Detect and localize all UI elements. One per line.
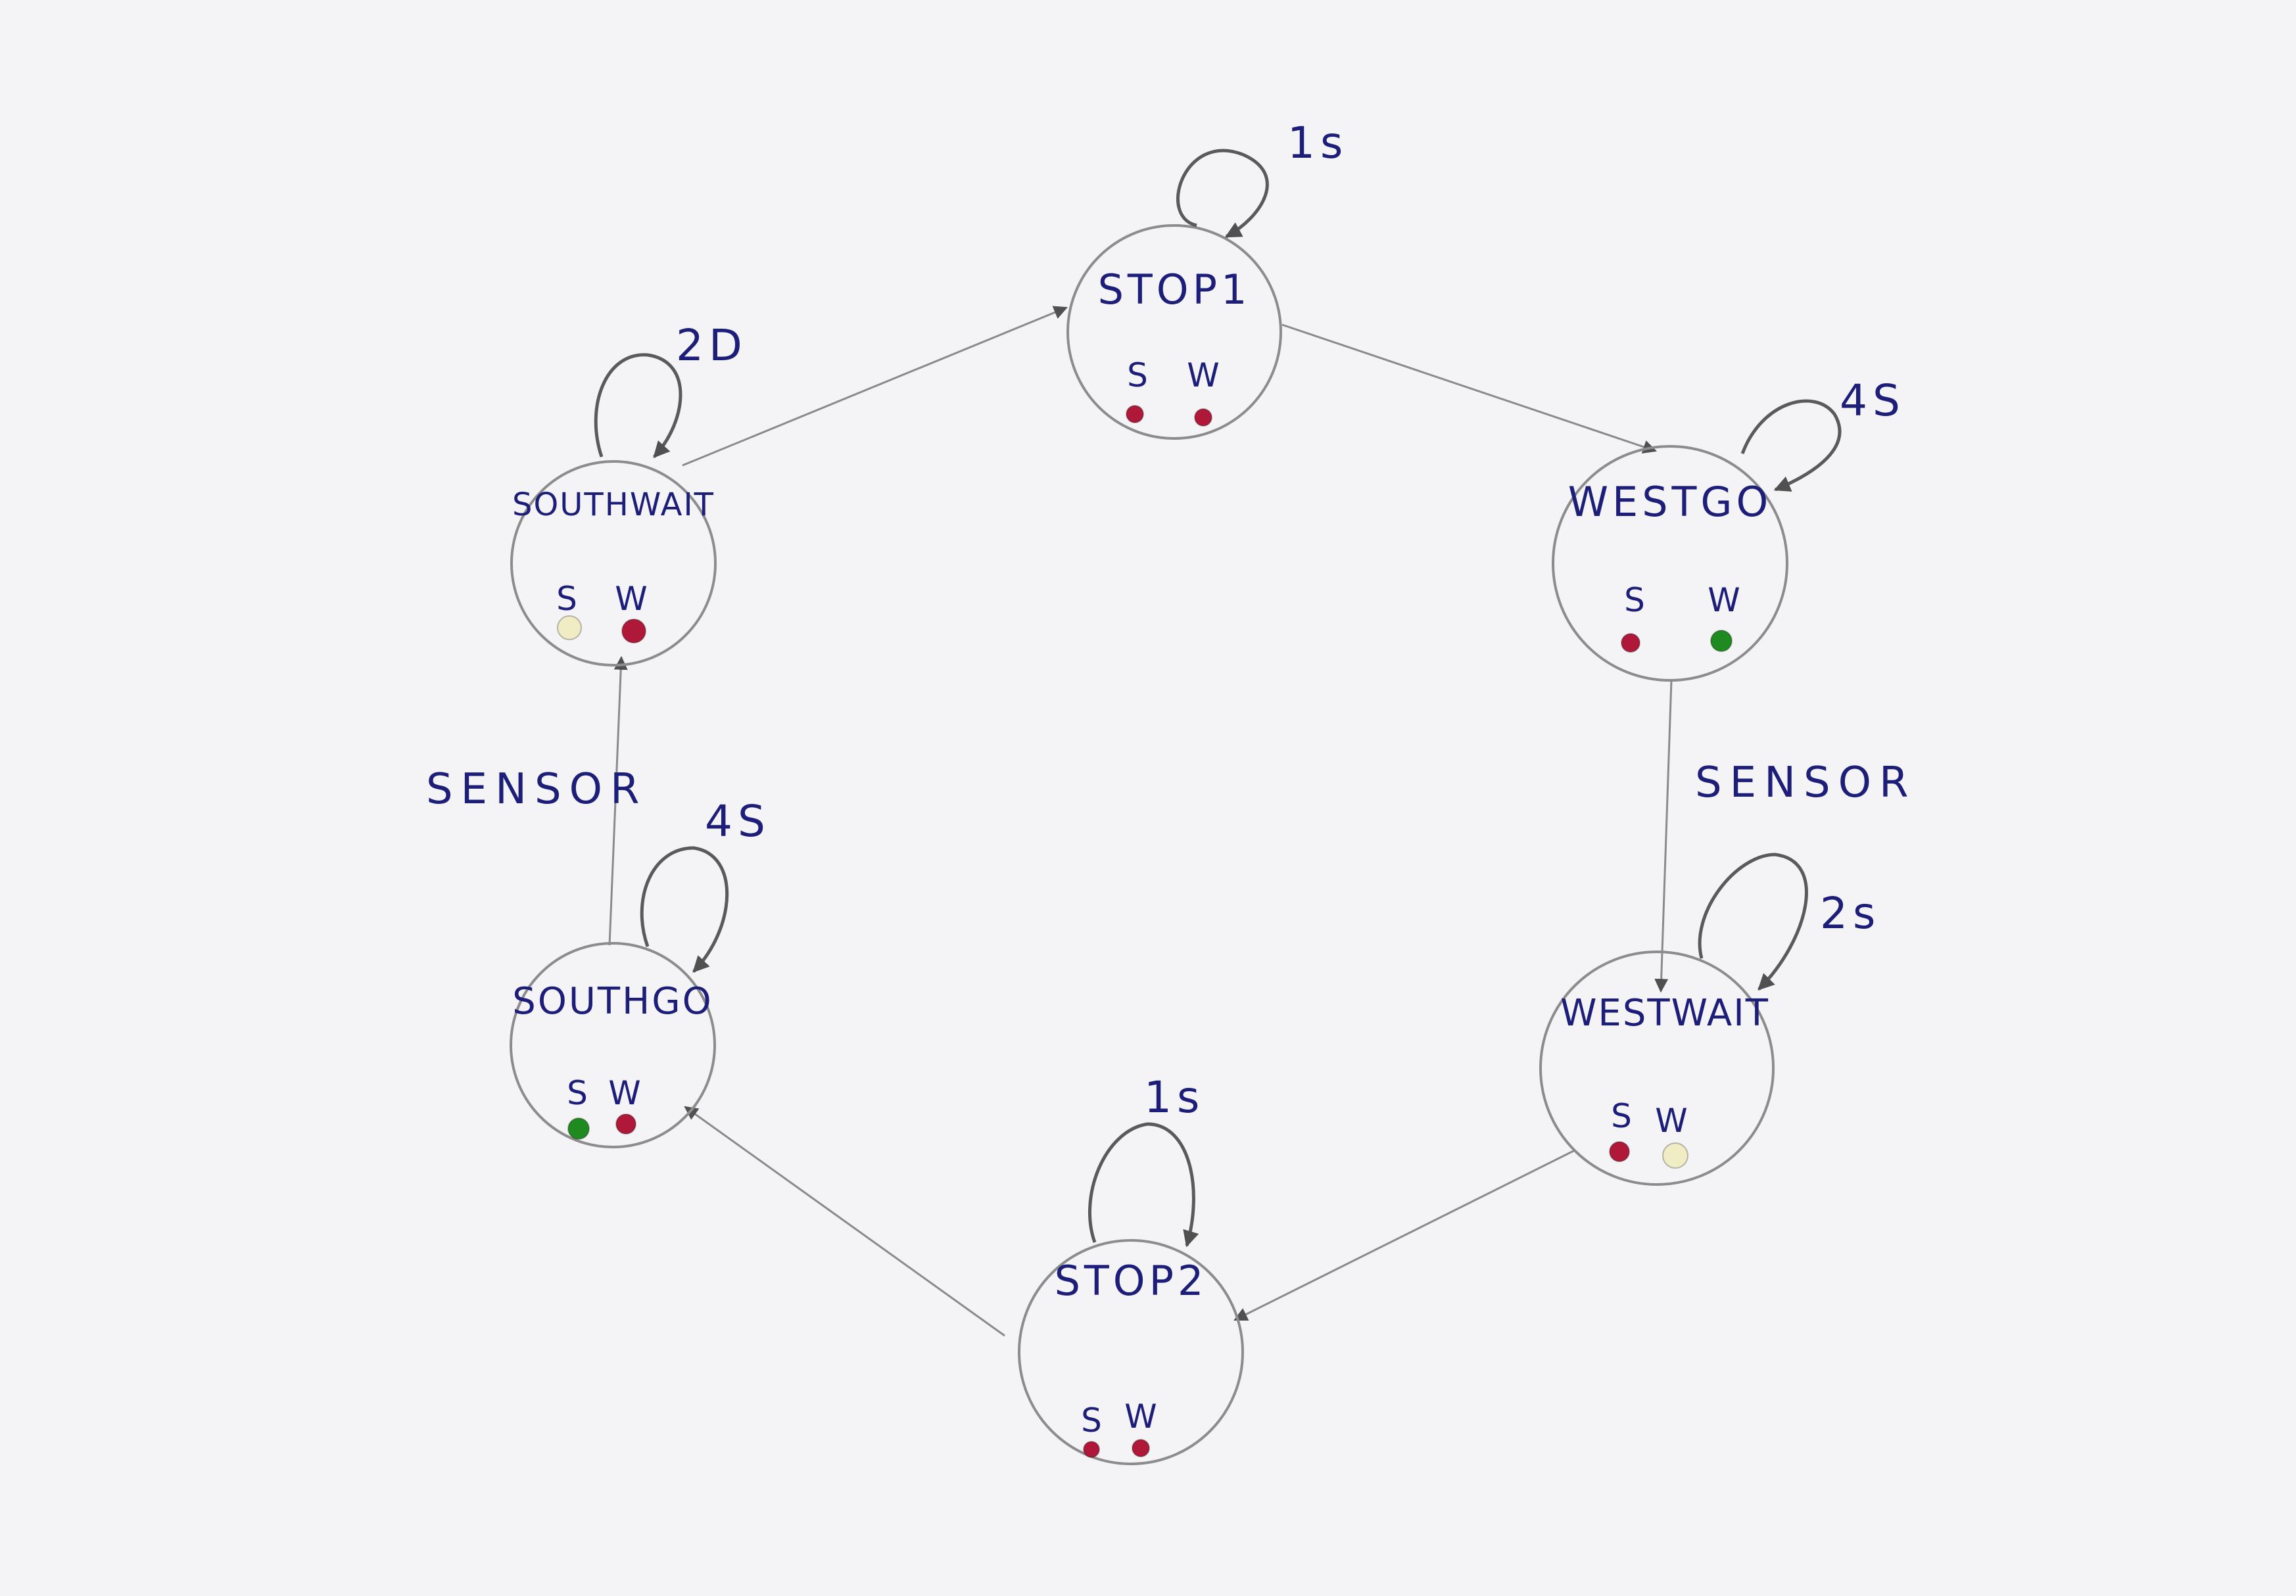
south-label: S	[556, 580, 577, 618]
self-loop-stop1	[1176, 149, 1269, 239]
state-stop1: 1s STOP1 S W	[1066, 118, 1348, 440]
west-label: W	[1124, 1397, 1157, 1436]
south-light	[1621, 633, 1640, 653]
state-southwait-circle	[510, 460, 717, 667]
west-label: W	[1187, 356, 1219, 394]
state-name-stop1: STOP1	[1098, 266, 1251, 314]
edge-stop1-to-westgo	[1281, 323, 1657, 454]
south-label: S	[1611, 1097, 1632, 1135]
edge-westgo-to-westwait	[1654, 680, 1673, 993]
west-light	[615, 1114, 636, 1135]
edge-westwait-to-stop2	[1233, 1149, 1575, 1321]
state-southgo: 4S SOUTHGO S W	[510, 796, 771, 1148]
west-label: W	[1708, 581, 1740, 619]
south-light	[557, 615, 582, 640]
state-westgo: 4S WESTGO S W	[1552, 375, 1905, 682]
loop-label-southgo: 4S	[705, 796, 771, 847]
state-stop2: 1s STOP2 S W	[1018, 1072, 1244, 1465]
edge-label-sensor-south: SENSOR	[426, 765, 647, 814]
loop-label-southwait: 2D	[676, 320, 748, 371]
loop-label-stop1: 1s	[1287, 118, 1348, 168]
self-loop-westwait	[1698, 853, 1808, 991]
south-light	[1609, 1141, 1630, 1162]
state-name-westgo: WESTGO	[1568, 478, 1773, 526]
state-westwait-circle	[1539, 951, 1775, 1186]
transitions: SENSOR SENSOR	[426, 306, 1916, 1337]
west-light	[621, 619, 646, 644]
west-light	[1194, 408, 1212, 427]
state-southwait: 2D SOUTHWAIT S W	[510, 320, 748, 667]
self-loop-southgo	[640, 846, 729, 973]
west-label: W	[608, 1074, 640, 1112]
self-loop-southwait	[594, 353, 682, 458]
loop-label-westwait: 2s	[1820, 888, 1880, 939]
south-light	[1083, 1441, 1100, 1458]
edge-stop2-to-southgo	[684, 1106, 1005, 1337]
self-loop-stop2	[1088, 1122, 1199, 1248]
state-name-stop2: STOP2	[1055, 1257, 1208, 1305]
west-light	[1710, 630, 1733, 652]
south-label: S	[1127, 356, 1148, 394]
state-westgo-circle	[1552, 445, 1788, 682]
self-loop-westgo	[1740, 399, 1842, 492]
south-light	[1126, 405, 1144, 423]
loop-label-westgo: 4S	[1840, 375, 1905, 426]
south-light	[567, 1117, 590, 1140]
west-light	[1132, 1439, 1150, 1457]
loop-label-stop2: 1s	[1144, 1072, 1205, 1123]
south-label: S	[1081, 1401, 1102, 1440]
west-label: W	[615, 580, 647, 618]
state-name-southwait: SOUTHWAIT	[512, 486, 715, 523]
west-label: W	[1655, 1102, 1687, 1140]
south-label: S	[567, 1074, 588, 1112]
west-light	[1662, 1142, 1688, 1169]
edge-label-sensor-west: SENSOR	[1695, 759, 1916, 807]
state-stop2-circle	[1018, 1239, 1244, 1465]
state-name-southgo: SOUTHGO	[512, 980, 713, 1023]
state-westwait: 2s WESTWAIT S W	[1539, 853, 1880, 1186]
edge-southwait-to-stop1	[682, 306, 1068, 467]
state-name-westwait: WESTWAIT	[1560, 992, 1769, 1035]
edge-southgo-to-southwait	[608, 655, 628, 946]
south-label: S	[1624, 581, 1645, 619]
state-southgo-circle	[510, 942, 716, 1148]
state-stop1-circle	[1066, 224, 1282, 440]
